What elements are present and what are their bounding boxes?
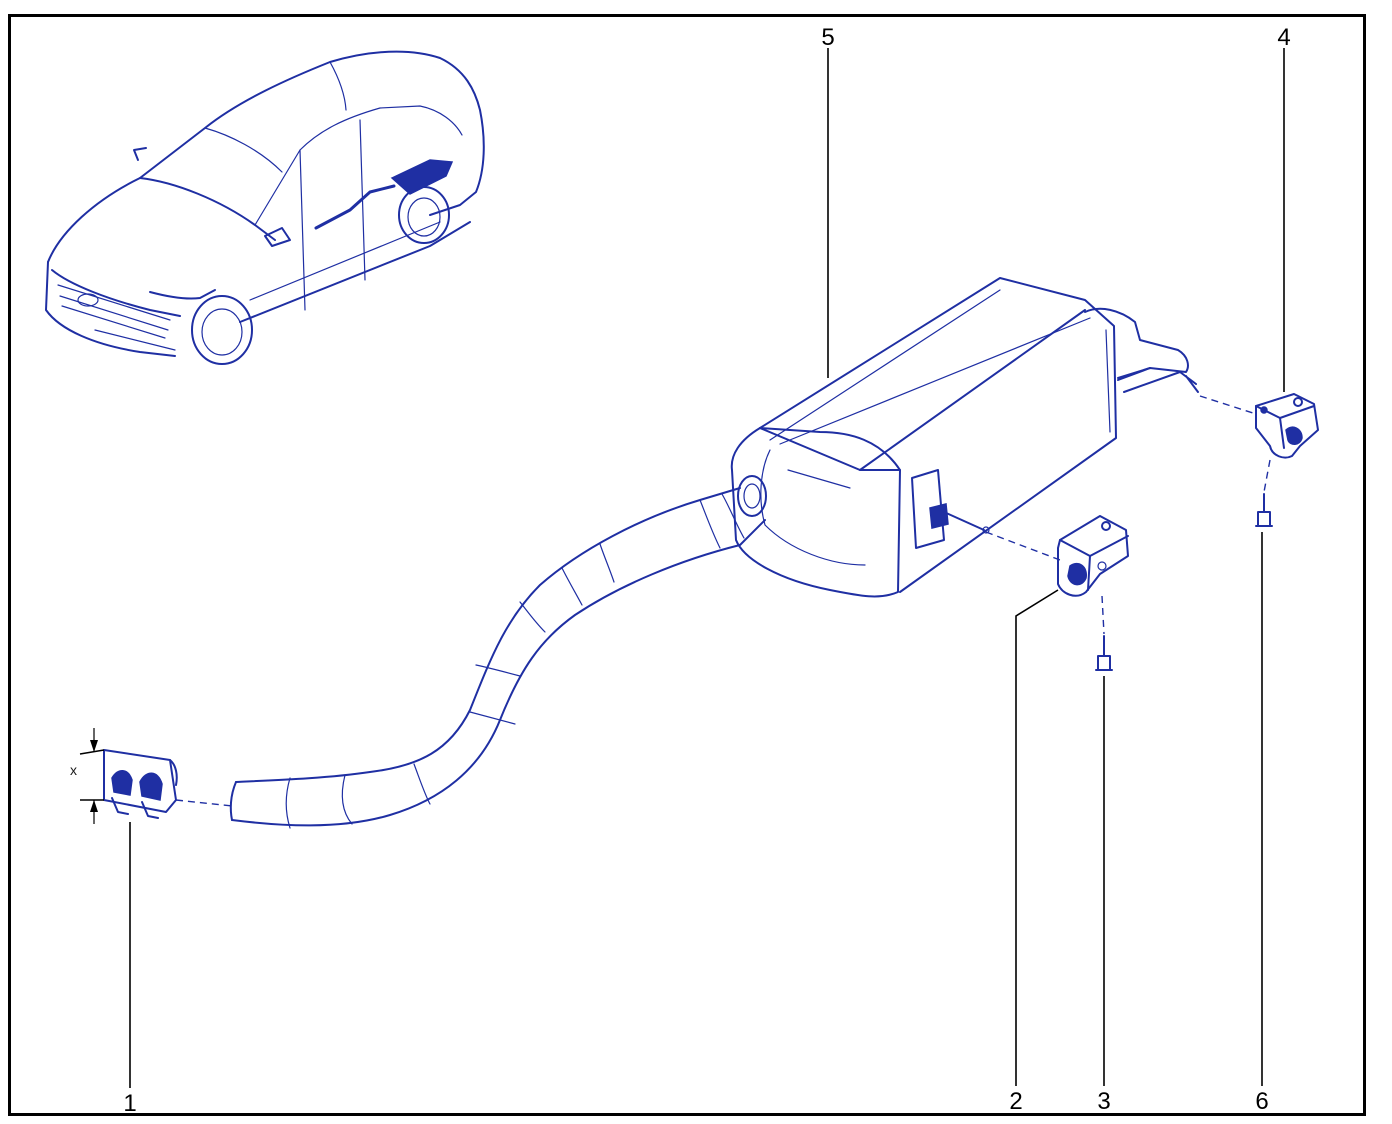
exhaust-pipe	[229, 487, 766, 829]
leader-line-2	[1015, 589, 1059, 1086]
callout-1: 1	[123, 1090, 137, 1117]
rear-hanger-assembly-line	[1199, 395, 1257, 415]
callout-5: 5	[821, 24, 835, 51]
rear-bolt-assembly-line	[1263, 459, 1271, 493]
callout-6: 6	[1255, 1088, 1269, 1115]
bolt-icon	[1095, 635, 1113, 671]
dimension-label: x	[70, 762, 77, 778]
diagram-frame	[8, 14, 1366, 1116]
mounting-rubber-icon-rear	[1255, 393, 1319, 459]
callout-3: 3	[1097, 1088, 1111, 1115]
bolt-assembly-line	[1101, 595, 1105, 635]
rear-muffler-icon	[730, 277, 1199, 598]
exhaust-clamp-icon	[79, 728, 178, 824]
callout-2: 2	[1009, 1088, 1023, 1115]
callout-4: 4	[1277, 24, 1291, 51]
clamp-assembly-line	[175, 799, 233, 807]
car-icon	[45, 50, 485, 365]
bolt-icon-rear	[1255, 493, 1273, 527]
hanger-assembly-line	[985, 531, 1061, 561]
mounting-rubber-icon	[1057, 515, 1129, 597]
